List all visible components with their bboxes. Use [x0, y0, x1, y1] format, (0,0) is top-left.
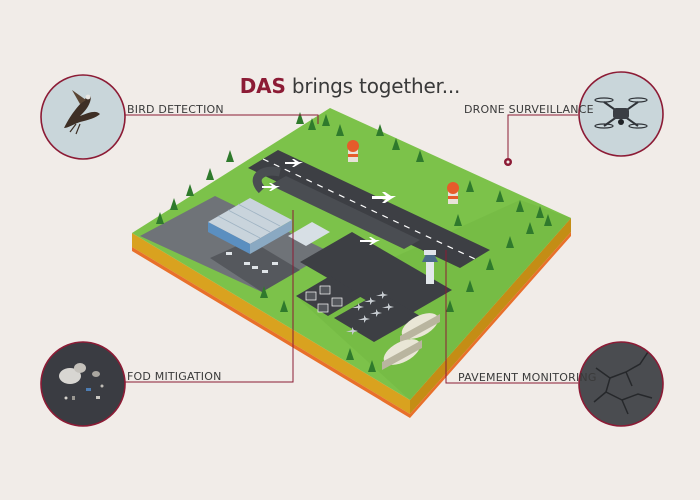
fod-mitigation-label: FOD MITIGATION: [127, 370, 222, 383]
brand-name: DAS: [239, 74, 286, 98]
connector-pave: [445, 250, 578, 384]
runway-centerline: [262, 158, 476, 260]
connector-fod: [125, 210, 294, 383]
drone-surveillance-badge: [578, 71, 664, 157]
radar-tower-2: [447, 182, 459, 204]
debris-icon: [59, 363, 104, 400]
gate-building: [288, 222, 330, 246]
hangar-1: [400, 313, 440, 344]
fighter-apron: [334, 292, 420, 342]
cars: [226, 252, 278, 273]
terminal-roof: [208, 198, 292, 244]
bird-detection-badge: [40, 74, 126, 160]
base-edge-orange: [132, 232, 571, 418]
connector-drone: [507, 114, 578, 158]
airplanes: [262, 159, 396, 245]
bird-icon: [64, 90, 100, 135]
terminal-front: [208, 222, 250, 254]
fighter-jets: [346, 291, 394, 335]
helipads: [305, 285, 343, 313]
base-left-side: [132, 233, 410, 414]
drone-surveillance-label: DRONE SURVEILLANCE: [464, 103, 594, 116]
trees: [156, 112, 552, 372]
lower-apron: [300, 232, 452, 320]
drone-marker: [504, 158, 512, 166]
connector-bird: [125, 114, 319, 124]
grass-shade: [300, 200, 571, 400]
radar-tower-1: [347, 140, 359, 162]
connector-lines: [125, 114, 578, 384]
pavement-monitoring-label: PAVEMENT MONITORING: [458, 371, 597, 384]
hangar-2: [382, 339, 422, 370]
crack-icon: [593, 351, 653, 415]
terminal-side: [250, 220, 292, 254]
base-right-side: [410, 218, 571, 414]
page-title: DAS brings together...: [0, 74, 700, 98]
terminal-roof-lines: [217, 203, 281, 239]
bird-detection-label: BIRD DETECTION: [127, 103, 224, 116]
control-tower: [422, 250, 438, 284]
pavement-monitoring-badge: [578, 341, 664, 427]
helipad-area: [296, 276, 362, 316]
taxiway-loop: [252, 166, 281, 194]
taxiway: [270, 176, 420, 249]
fod-mitigation-badge: [40, 341, 126, 427]
main-runway: [248, 150, 490, 268]
airport-model: [132, 108, 571, 418]
title-text: brings together...: [285, 74, 461, 98]
